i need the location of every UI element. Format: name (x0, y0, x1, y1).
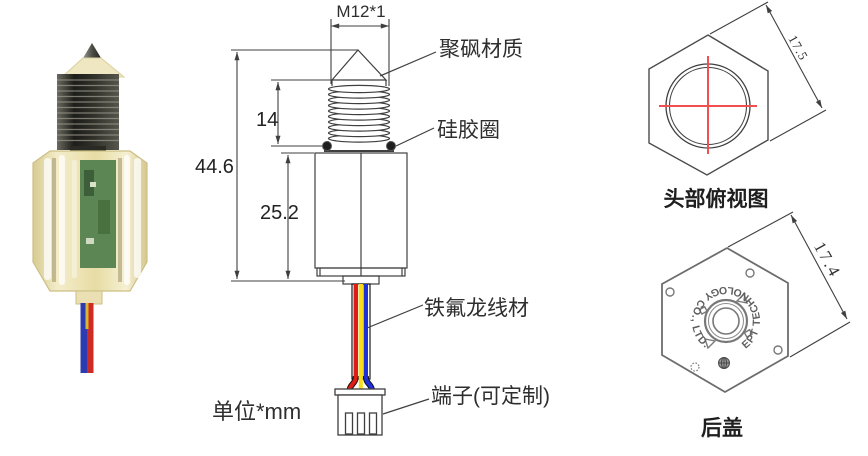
thread-spec-label: M12*1 (336, 2, 386, 21)
silicone-ring-right (386, 141, 396, 151)
globe-icon (718, 357, 730, 369)
sensor-photo (32, 43, 148, 373)
connector-terminal (334, 388, 386, 436)
ring-tabs (698, 292, 754, 350)
silicone-ring-label: 硅胶圈 (437, 119, 500, 142)
crosshair (659, 56, 757, 154)
leader-lines (366, 51, 437, 415)
sensor-outline-drawing (314, 49, 408, 285)
dim-body-length: 25.2 (260, 202, 299, 224)
wire-bundle (346, 283, 375, 391)
unit-note: 单位*mm (212, 399, 302, 424)
dimension-lines (231, 19, 390, 282)
thread-coils (327, 84, 391, 143)
dim-thread-length: 14 (256, 109, 279, 131)
silicone-ring-left (322, 141, 332, 151)
dim-total-height: 44.6 (195, 156, 234, 178)
head-top-view (648, 1, 827, 176)
terminal-label: 端子(可定制) (431, 385, 550, 408)
back-cover-caption: 后盖 (701, 417, 743, 440)
body-highlights (44, 155, 141, 285)
wire-label: 铁氟龙线材 (424, 297, 529, 320)
back-cover-view: EPT TECHNOLOGY CO., LTD. (661, 211, 851, 394)
material-label: 聚砜材质 (439, 38, 523, 61)
thread-ridges (57, 79, 119, 142)
head-view-caption: 头部俯视图 (663, 188, 769, 211)
cone-tip (330, 49, 388, 81)
